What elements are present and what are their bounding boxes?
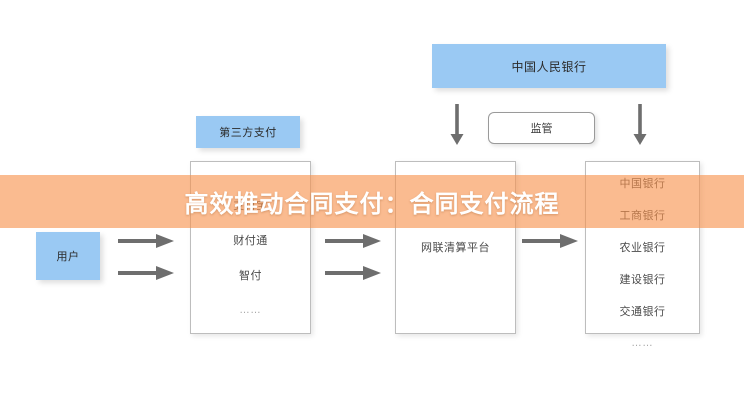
arrow-user-to-thirdparty-1-icon [118, 234, 174, 248]
thirdparty-header-box: 第三方支付 [196, 116, 300, 148]
arrow-user-to-thirdparty-2-icon [118, 266, 174, 280]
down-arrow-left-icon [450, 104, 464, 145]
list-item: 财付通 [233, 234, 268, 247]
arrow-thirdparty-to-clearing-1-icon [325, 234, 381, 248]
arrow-thirdparty-to-clearing-2-icon [325, 266, 381, 280]
pboc-box: 中国人民银行 [432, 44, 666, 88]
user-label: 用户 [56, 250, 80, 263]
arrow-clearing-to-banks-icon [522, 234, 578, 248]
user-box: 用户 [36, 232, 100, 280]
supervision-label: 监管 [530, 122, 553, 135]
supervision-box: 监管 [488, 112, 595, 144]
banner-overlay: 高效推动合同支付：合同支付流程 [0, 175, 744, 228]
list-ellipsis: …… [631, 338, 654, 349]
thirdparty-header-label: 第三方支付 [219, 126, 277, 139]
list-item: 农业银行 [619, 241, 666, 254]
down-arrow-right-icon [633, 104, 647, 145]
list-ellipsis: …… [239, 305, 262, 316]
list-item: 建设银行 [619, 273, 666, 286]
clearing-platform-label: 网联清算平台 [421, 241, 490, 254]
list-item: 智付 [239, 269, 262, 282]
pboc-label: 中国人民银行 [511, 59, 587, 74]
list-item: 交通银行 [619, 305, 666, 318]
banner-title: 高效推动合同支付：合同支付流程 [184, 190, 560, 218]
